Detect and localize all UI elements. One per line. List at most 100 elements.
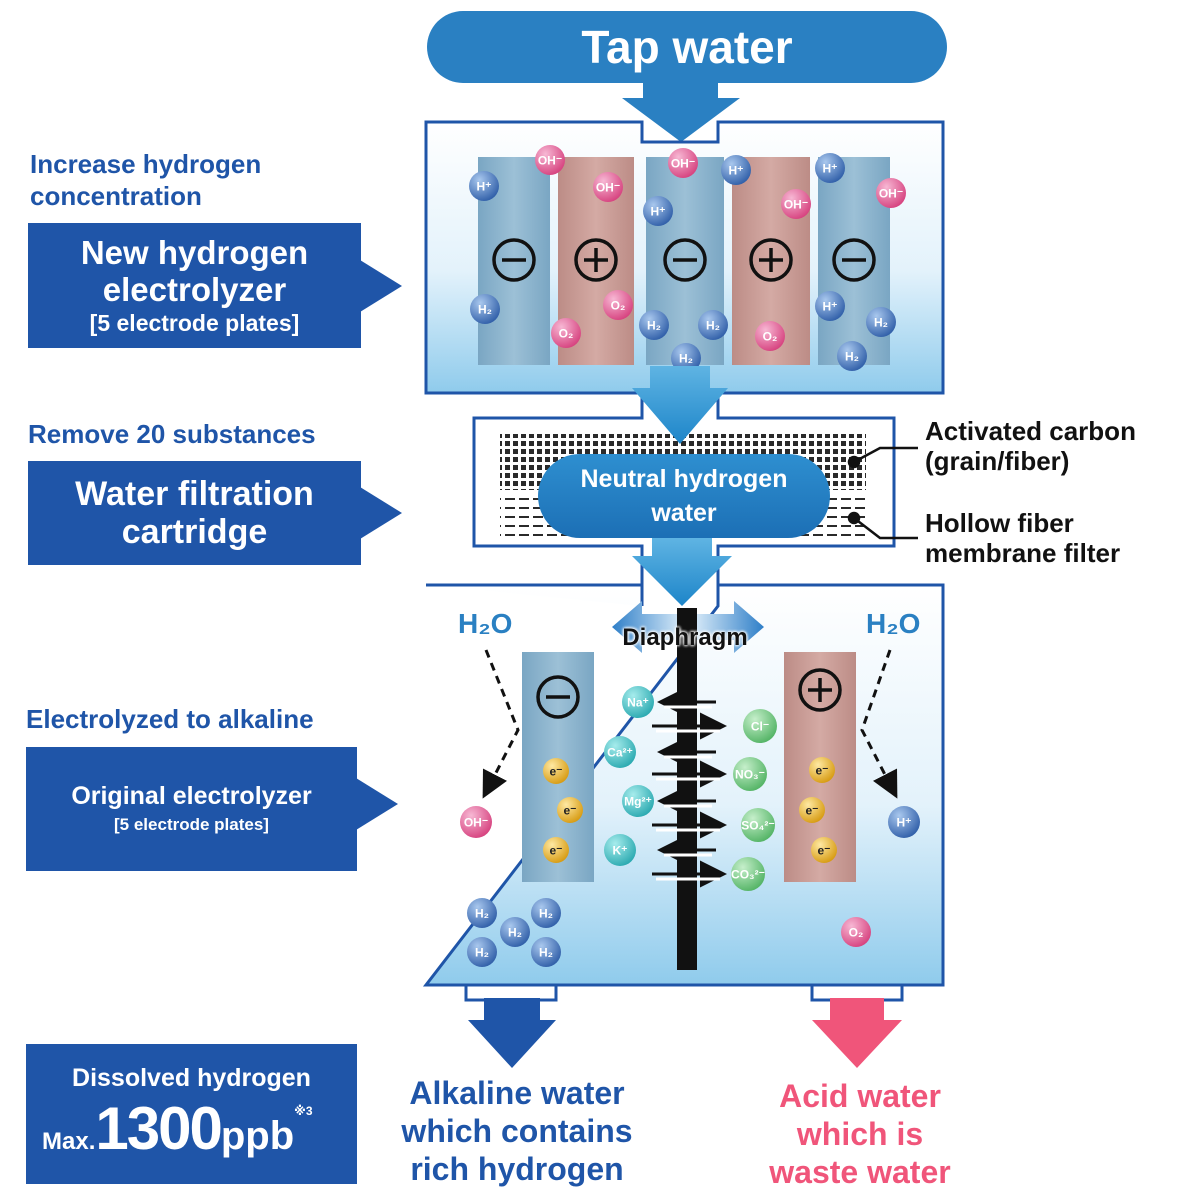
svg-text:H₂: H₂ xyxy=(539,945,553,959)
dissolved-hydrogen-title: Dissolved hydrogen xyxy=(72,1064,311,1092)
molecule: H⁺ xyxy=(815,153,845,183)
svg-text:H₂: H₂ xyxy=(475,906,489,920)
hydrogen-molecule: H₂ xyxy=(467,898,497,928)
acid-line-1: Acid water xyxy=(779,1078,941,1114)
svg-text:H⁺: H⁺ xyxy=(477,179,492,193)
svg-text:e⁻: e⁻ xyxy=(549,843,562,857)
acid-water-label: Acid water which is waste water xyxy=(730,1077,990,1191)
svg-text:H₂: H₂ xyxy=(845,349,859,363)
alkaline-outlet-arrow xyxy=(468,998,556,1068)
svg-text:CO₃²⁻: CO₃²⁻ xyxy=(731,867,765,881)
inlet-arrow xyxy=(622,80,740,142)
acid-outlet-pipe xyxy=(810,985,904,1002)
svg-text:e⁻: e⁻ xyxy=(817,843,830,857)
cation: Mg²⁺ xyxy=(622,785,654,817)
svg-text:OH⁻: OH⁻ xyxy=(464,815,488,829)
stage-1-pointer xyxy=(360,260,402,312)
svg-text:H₂: H₂ xyxy=(539,906,553,920)
svg-text:Ca²⁺: Ca²⁺ xyxy=(607,745,633,759)
neutral-water-line-2: water xyxy=(651,499,717,527)
svg-text:NO₃⁻: NO₃⁻ xyxy=(735,767,765,781)
svg-text:O₂: O₂ xyxy=(559,326,574,340)
svg-text:H⁺: H⁺ xyxy=(651,204,666,218)
stage-3-label-box: Original electrolyzer [5 electrode plate… xyxy=(26,747,357,871)
hydrogen-molecule: H₂ xyxy=(500,917,530,947)
stage-2-caption: Remove 20 substances xyxy=(28,419,316,449)
stage-1-caption: Increase hydrogen concentration xyxy=(30,148,261,212)
stage-1-label-box: New hydrogen electrolyzer [5 electrode p… xyxy=(28,223,361,348)
hollow-fiber-line-1: Hollow fiber xyxy=(925,508,1074,538)
stage-3-box-line-2: [5 electrode plates] xyxy=(114,815,269,834)
alkaline-line-2: which contains xyxy=(401,1113,633,1149)
svg-text:O₂: O₂ xyxy=(611,298,626,312)
molecule: OH⁻ xyxy=(668,148,698,178)
svg-text:e⁻: e⁻ xyxy=(563,803,576,817)
stage-1-box-line-2: electrolyzer xyxy=(102,270,287,308)
anion: Cl⁻ xyxy=(743,709,777,743)
molecule: H₂ xyxy=(470,294,500,324)
svg-text:OH⁻: OH⁻ xyxy=(538,153,562,167)
dissolved-hydrogen-value-row: Max.1300ppb※3 xyxy=(42,1094,352,1163)
hydrogen-ion: H⁺ xyxy=(888,806,920,838)
svg-text:OH⁻: OH⁻ xyxy=(784,197,808,211)
hydrogen-molecule: H₂ xyxy=(531,898,561,928)
water-dashed-paths xyxy=(482,649,898,799)
svg-text:e⁻: e⁻ xyxy=(805,803,818,817)
molecule: OH⁻ xyxy=(535,145,565,175)
electron: e⁻ xyxy=(543,758,569,784)
connector-1-walls xyxy=(472,393,896,585)
stage-3-box-line-1: Original electrolyzer xyxy=(71,782,312,810)
molecule: H₂ xyxy=(671,343,701,373)
activated-carbon-line-1: Activated carbon xyxy=(925,416,1136,446)
electron: e⁻ xyxy=(811,837,837,863)
h2o-right-label: H₂O xyxy=(866,608,921,639)
molecule: O₂ xyxy=(755,321,785,351)
svg-text:H⁺: H⁺ xyxy=(897,815,912,829)
svg-text:H₂: H₂ xyxy=(874,315,888,329)
alkaline-line-3: rich hydrogen xyxy=(410,1151,624,1187)
svg-text:H₂: H₂ xyxy=(508,925,522,939)
flow-arrow-1 xyxy=(632,366,728,444)
cation: Na⁺ xyxy=(622,686,654,718)
molecule: O₂ xyxy=(551,318,581,348)
activated-carbon-label: Activated carbon (grain/fiber) xyxy=(925,416,1136,476)
stage-1-box-line-3: [5 electrode plates] xyxy=(89,309,300,336)
molecule: OH⁻ xyxy=(876,178,906,208)
svg-text:e⁻: e⁻ xyxy=(549,764,562,778)
alkaline-outlet-pipe xyxy=(464,985,558,1002)
svg-text:H₂: H₂ xyxy=(478,302,492,316)
svg-text:O₂: O₂ xyxy=(849,925,864,939)
electron: e⁻ xyxy=(809,757,835,783)
svg-text:Mg²⁺: Mg²⁺ xyxy=(624,794,652,808)
chamber-2-molecules: Na⁺Ca²⁺Mg²⁺K⁺Cl⁻NO₃⁻SO₄²⁻CO₃²⁻e⁻e⁻e⁻e⁻e⁻… xyxy=(460,686,920,967)
svg-text:Cl⁻: Cl⁻ xyxy=(751,719,769,733)
stage-2-label-box: Water filtration cartridge xyxy=(28,461,361,565)
stage-1-caption-line-2: concentration xyxy=(30,181,202,211)
ion-arrows xyxy=(652,688,727,888)
molecule: H⁺ xyxy=(469,171,499,201)
cation: Ca²⁺ xyxy=(604,736,636,768)
hydroxide-ion: OH⁻ xyxy=(460,806,492,838)
svg-text:H⁺: H⁺ xyxy=(729,163,744,177)
stage-2-box-line-2: cartridge xyxy=(121,513,268,551)
svg-text:H₂: H₂ xyxy=(706,318,720,332)
neutral-water-pill xyxy=(538,454,830,538)
diaphragm-bar xyxy=(677,608,697,970)
max-prefix: Max. xyxy=(42,1128,96,1155)
electrode-signs xyxy=(536,668,842,719)
molecule: O₂ xyxy=(603,290,633,320)
alkaline-line-1: Alkaline water xyxy=(409,1075,625,1111)
dissolved-hydrogen-box: Dissolved hydrogen Max.1300ppb※3 xyxy=(26,1044,357,1184)
hydrogen-molecule: H₂ xyxy=(531,937,561,967)
molecule: H₂ xyxy=(866,307,896,337)
svg-text:OH⁻: OH⁻ xyxy=(879,186,903,200)
molecule: H⁺ xyxy=(815,291,845,321)
stage-3-pointer xyxy=(356,778,398,830)
tap-water-pill: Tap water xyxy=(427,11,947,83)
svg-text:H₂: H₂ xyxy=(647,318,661,332)
molecule: H₂ xyxy=(639,310,669,340)
activated-carbon-line-2: (grain/fiber) xyxy=(925,446,1070,476)
stage-1-caption-line-1: Increase hydrogen xyxy=(30,149,262,179)
